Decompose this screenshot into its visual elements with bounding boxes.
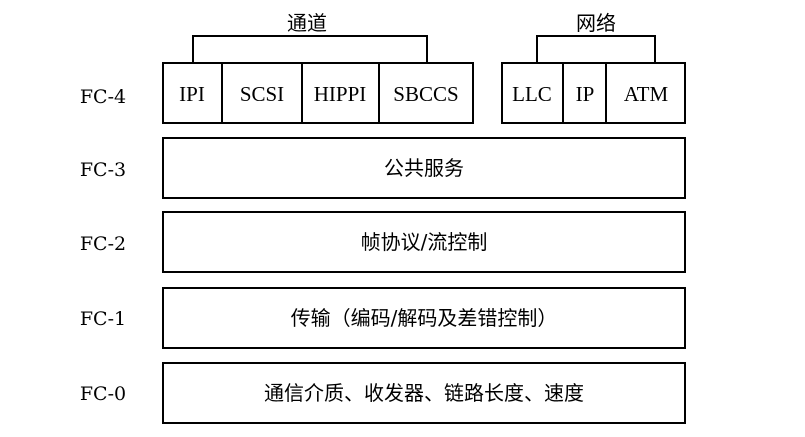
fc3-box: [162, 137, 686, 199]
channel-group-title: 通道: [287, 11, 327, 35]
fc3-text: 公共服务: [384, 156, 464, 180]
channel-group-bracket: [192, 35, 428, 63]
network-cell-ip: IP: [576, 82, 595, 106]
network-group-title: 网络: [576, 11, 616, 35]
fc3-label: FC-3: [80, 159, 126, 181]
fc0-text: 通信介质、收发器、链路长度、速度: [264, 381, 584, 405]
channel-group-box: [162, 62, 474, 124]
fc2-box: [162, 211, 686, 273]
fc1-label: FC-1: [80, 308, 126, 330]
fc2-label: FC-2: [80, 233, 126, 255]
channel-cell-ipi: IPI: [179, 82, 205, 106]
network-group-box: [501, 62, 686, 124]
fc2-text: 帧协议/流控制: [361, 230, 488, 254]
fc1-box: [162, 287, 686, 349]
channel-cell-hippi: HIPPI: [314, 82, 367, 106]
fc1-text: 传输（编码/解码及差错控制）: [291, 306, 558, 330]
channel-cell-scsi: SCSI: [240, 82, 284, 106]
network-cell-atm: ATM: [624, 82, 669, 106]
network-group-bracket: [536, 35, 656, 63]
network-cell-llc: LLC: [512, 82, 552, 106]
fc4-label: FC-4: [80, 86, 126, 108]
fc0-box: [162, 362, 686, 424]
channel-cell-sbccs: SBCCS: [393, 82, 458, 106]
fc0-label: FC-0: [80, 383, 126, 405]
